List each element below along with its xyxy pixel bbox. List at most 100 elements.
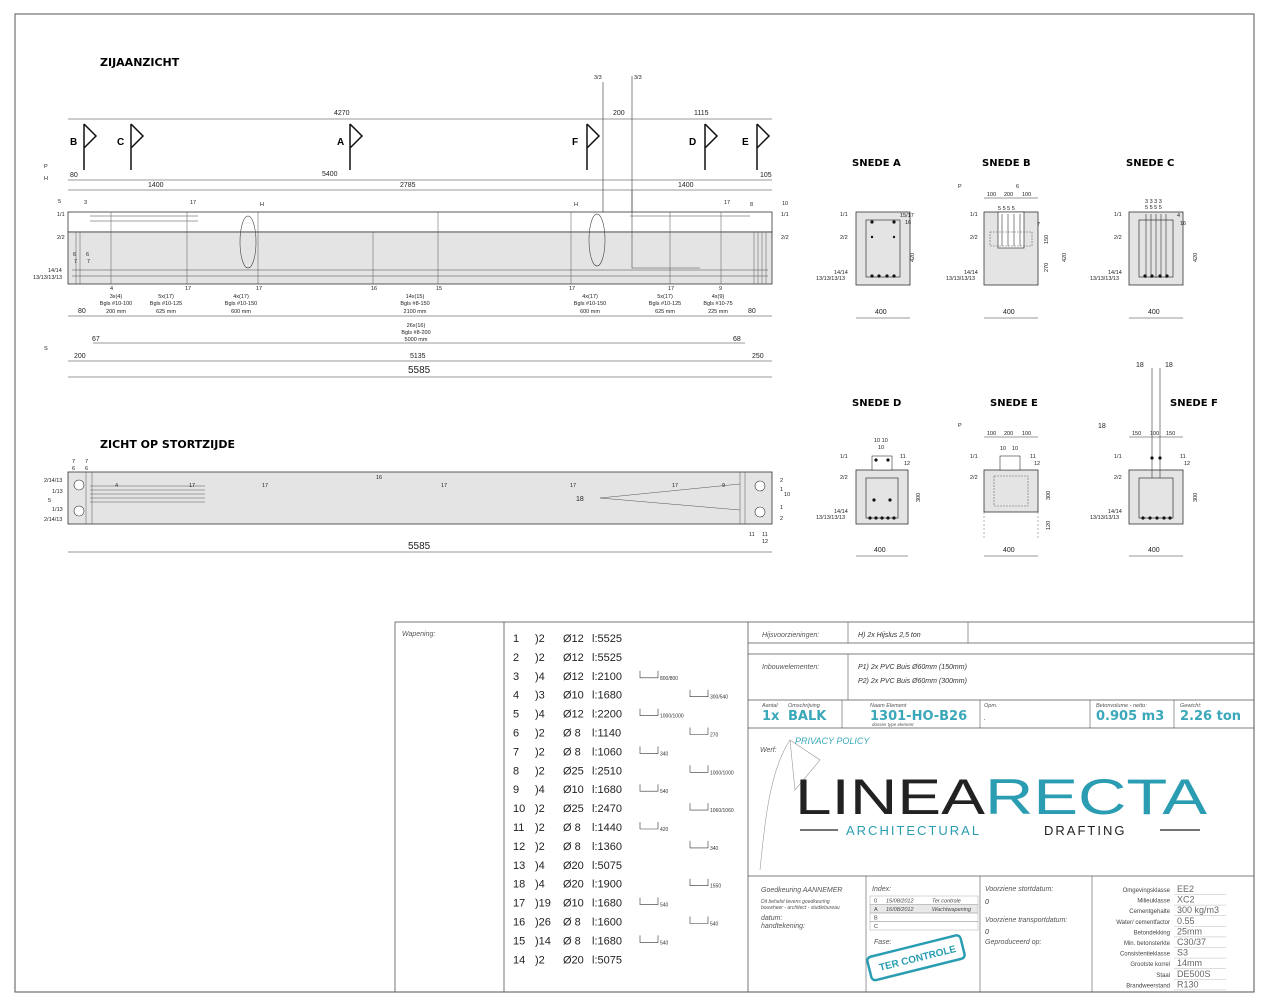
spec-key: Consistentieklasse: [1120, 952, 1171, 958]
company-logo: LINEA RECTA ARCHITECTURAL DRAFTING: [795, 769, 1208, 838]
pour-side-view: ZICHT OP STORTZIJDE 2/14/13 1/13 5 1/13 …: [44, 438, 790, 553]
svg-text:Bgls #10-100: Bgls #10-100: [100, 301, 132, 307]
dim-mid-4: 1400: [678, 182, 694, 189]
end-dim-4: 68: [733, 336, 741, 343]
pour-value: 0: [985, 899, 989, 906]
index-label: Index:: [872, 886, 891, 893]
svg-text:13/13/13/13: 13/13/13/13: [816, 515, 845, 521]
section-d: SNEDE D 10 10101/12/214/1413/13/13/13111…: [816, 398, 922, 557]
rebar-length: l:1060: [592, 746, 622, 758]
svg-text:12: 12: [904, 461, 910, 467]
spec-value: 300 kg/m3: [1177, 905, 1219, 915]
svg-text:10 10: 10 10: [874, 438, 888, 444]
svg-text:14x(15): 14x(15): [406, 294, 425, 300]
rebar-count: )4: [535, 709, 545, 721]
rebar-diameter: Ø20: [563, 860, 584, 872]
svg-text:14/14: 14/14: [48, 268, 62, 274]
rebar-shape-dim: 340: [660, 751, 669, 757]
svg-text:6: 6: [72, 466, 75, 472]
hoist-label: Hijsvoorzieningen:: [762, 632, 819, 639]
rebar-nr: 5: [513, 709, 519, 721]
svg-text:Bgls #10-75: Bgls #10-75: [703, 301, 732, 307]
svg-text:P: P: [44, 164, 48, 170]
pour-left-labels: 2/14/13 1/13 5 1/13 2/14/13 7 7 6 6: [44, 459, 88, 523]
rebar-shape-dim: 300/540: [710, 695, 728, 701]
section-markers: B C A F D E: [70, 123, 771, 170]
svg-text:12: 12: [1034, 461, 1040, 467]
svg-text:P: P: [958, 184, 962, 190]
marker-d: D: [689, 137, 696, 148]
spec-key: Omgevingsklasse: [1123, 888, 1171, 894]
svg-text:1/13: 1/13: [52, 489, 63, 495]
lifting-loop-2: [588, 213, 606, 267]
spec-key: Min. betonsterkte: [1124, 941, 1171, 947]
section-e-title: SNEDE E: [990, 398, 1038, 409]
rebar-shape-dim: 340: [710, 846, 719, 852]
svg-text:13/13/13/13: 13/13/13/13: [1090, 276, 1119, 282]
rebar-count: )19: [535, 898, 551, 910]
svg-text:10: 10: [784, 492, 790, 498]
svg-text:1/13: 1/13: [52, 507, 63, 513]
rebar-shape-dim: 1000/1000: [660, 714, 684, 720]
svg-text:150: 150: [1044, 235, 1050, 244]
svg-text:17: 17: [724, 200, 730, 206]
svg-text:16: 16: [376, 475, 382, 481]
rebar-length: l:2510: [592, 765, 622, 777]
lifting-loop-1: [239, 215, 257, 269]
index-id: 0: [874, 899, 877, 905]
svg-text:5x(17): 5x(17): [158, 294, 174, 300]
desc-label: Omschrijving: [788, 703, 821, 709]
rebar-diameter: Ø12: [563, 652, 584, 664]
privacy-link[interactable]: PRIVACY POLICY: [795, 736, 870, 746]
svg-text:14/14: 14/14: [964, 270, 978, 276]
svg-text:225 mm: 225 mm: [708, 309, 728, 315]
element-name: 1301-HO-B26: [870, 709, 967, 724]
rebar-length: l:1680: [592, 935, 622, 947]
rebar-shape: [639, 670, 659, 679]
svg-text:300: 300: [916, 493, 922, 502]
svg-text:10: 10: [878, 445, 884, 451]
rebar-length: l:5525: [592, 652, 622, 664]
date-label: datum:: [761, 915, 782, 922]
svg-text:17: 17: [569, 286, 575, 292]
index-date: 16/08/2012: [886, 907, 914, 913]
rebar-count: )2: [535, 954, 545, 966]
svg-text:2/14/13: 2/14/13: [44, 478, 62, 484]
marker-e: E: [742, 137, 749, 148]
rebar-shape: [689, 803, 709, 811]
rebar-diameter: Ø12: [563, 633, 584, 645]
svg-text:4x(17): 4x(17): [233, 294, 249, 300]
rebar-shape-dim: 800/800: [660, 676, 678, 682]
pour-label: Voorziene stortdatum:: [985, 886, 1053, 893]
svg-text:1: 1: [780, 487, 783, 493]
svg-text:7: 7: [1037, 222, 1040, 228]
index-row: C: [869, 921, 979, 931]
svg-text:17: 17: [185, 286, 191, 292]
rebar-shape-dim: 540: [660, 940, 669, 946]
svg-text:3x(4): 3x(4): [110, 294, 123, 300]
count-label: Aantal: [761, 703, 778, 709]
index-row: B: [869, 912, 979, 922]
spec-value: S3: [1177, 948, 1188, 958]
svg-text:16: 16: [1180, 221, 1186, 227]
spec-key: Grootste korrel: [1130, 962, 1170, 968]
pour-side-title: ZICHT OP STORTZIJDE: [100, 438, 235, 451]
svg-text:6: 6: [73, 252, 76, 258]
marker-b: B: [70, 137, 77, 148]
svg-text:17: 17: [256, 286, 262, 292]
svg-text:2/2: 2/2: [781, 235, 789, 241]
hoist-value: H) 2x Hijslus 2,5 ton: [858, 632, 921, 639]
approval-text-2: bouwheer - architect - studiebureau: [761, 905, 840, 911]
beam-upper: [67, 211, 773, 233]
svg-text:1/1: 1/1: [1114, 454, 1122, 460]
rebar-count: )26: [535, 917, 551, 929]
